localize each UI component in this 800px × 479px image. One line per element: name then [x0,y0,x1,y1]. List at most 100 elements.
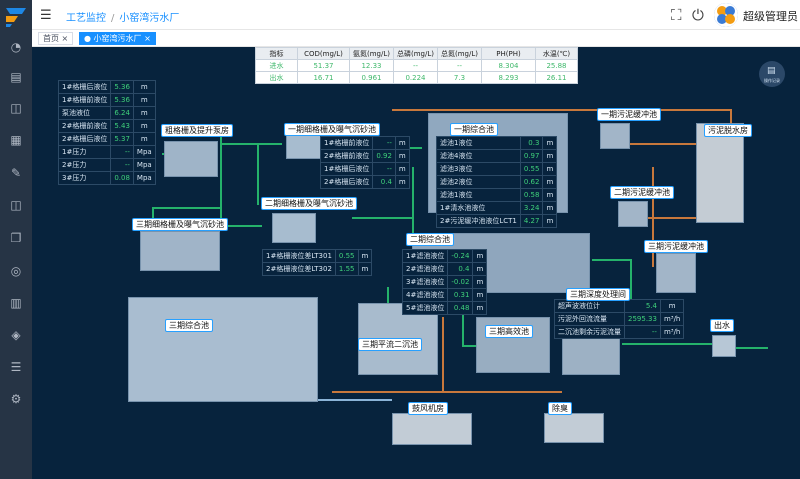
dashboard-icon[interactable]: ◔ [10,40,22,54]
label-phase1-sludge-buffer[interactable]: 一期污泥缓冲池 [597,108,661,121]
data-unit: m [472,262,488,276]
data-unit: m [472,301,488,315]
data-row: 二沉池剩余污泥流量--m³/h [554,325,685,339]
phase3-fine-grid-building[interactable] [140,231,220,271]
label-deodorization[interactable]: 除臭 [548,402,572,415]
label-phase2-sludge-buffer[interactable]: 二期污泥缓冲池 [610,186,674,199]
chart-icon[interactable]: ▦ [10,133,22,147]
tab-label: 小窑湾污水厂 [93,34,142,43]
label-phase2-comprehensive[interactable]: 二期综合池 [406,233,454,246]
avatar-logo-icon [714,3,738,27]
label-blower-building[interactable]: 鼓风机房 [408,402,448,415]
label-phase1-fine-grid[interactable]: 一期细格栅及曝气沉砂池 [284,123,380,136]
wq-header: 总氮(mg/L) [437,47,482,60]
calendar-icon[interactable]: ▥ [10,296,22,310]
breadcrumb-item[interactable]: 工艺监控 [66,13,106,24]
wq-value: 8.293 [481,71,536,84]
edit-icon[interactable]: ✎ [10,166,22,180]
wq-value: 26.11 [535,71,578,84]
data-value: 1.55 [334,262,359,276]
sludge-dewatering-building[interactable] [696,123,744,223]
data-unit: m [542,188,558,202]
clipboard-icon: ▤ [767,66,776,76]
breadcrumb: 工艺监控/小窑湾污水厂 [66,9,179,24]
sludge-pipe [332,391,562,393]
data-unit: m [542,214,558,228]
sludge-pipe [392,109,732,111]
wq-value: 51.37 [297,59,350,72]
outlet-tank[interactable] [712,335,736,357]
data-unit: m [472,275,488,289]
app-logo [6,8,26,27]
data-row: 1#压力--Mpa [57,145,156,159]
data-value: 5.43 [110,119,134,133]
data-unit: m³/h [659,312,685,326]
label-phase2-fine-grid[interactable]: 二期细格栅及曝气沉砂池 [261,197,357,210]
tab-close-icon[interactable]: × [61,34,69,43]
data-value: -- [372,136,396,150]
label-phase3-deep-treatment[interactable]: 三期深度处理间 [566,288,630,301]
tab-home[interactable]: 首页 × [38,32,74,45]
data-value: 0.97 [519,149,544,163]
data-value: 0.62 [519,175,544,189]
label-phase3-high-efficiency[interactable]: 三期高效池 [485,325,533,338]
layers-icon[interactable]: ◈ [11,328,21,342]
deodorization-building[interactable] [544,413,604,443]
tab-plant[interactable]: ● 小窑湾污水厂 × [79,32,156,45]
fullscreen-icon[interactable]: ⛶ [671,6,682,24]
phase1-sludge-buffer[interactable] [600,123,630,149]
book-icon[interactable]: ◫ [10,101,22,115]
pipe [152,207,222,209]
data-value: -0.24 [447,249,474,263]
phase3-comprehensive-tank[interactable] [128,297,318,402]
power-icon[interactable]: ⏻ [692,6,704,24]
gear-icon[interactable]: ⚙ [10,392,22,406]
label-phase1-comprehensive[interactable]: 一期综合池 [450,123,498,136]
pipe [622,343,712,345]
wq-value: 0.224 [393,71,438,84]
data-unit: m [542,175,558,189]
data-unit: Mpa [132,158,156,172]
top-header: ☰ 工艺监控/小窑湾污水厂 ⛶ ⏻ 超级管理员 [32,0,800,30]
phase3-sludge-buffer[interactable] [656,253,696,293]
label-phase3-fine-grid[interactable]: 三期细格栅及曝气沉砂池 [132,218,228,231]
label-outlet[interactable]: 出水 [710,319,734,332]
label-phase3-sludge-buffer[interactable]: 三期污泥缓冲池 [644,240,708,253]
label-phase3-comprehensive[interactable]: 三期综合池 [165,319,213,332]
blower-building[interactable] [392,413,472,445]
settings-ring-icon[interactable]: ◎ [10,264,22,278]
operation-log-button[interactable]: ▤ 操作记录 [759,61,785,87]
data-unit: m [132,106,156,120]
data-unit: m [132,119,156,133]
coarse-grid-building[interactable] [164,141,218,177]
label-phase3-secondary-clarifier[interactable]: 三期平流二沉池 [358,338,422,351]
list-icon[interactable]: ☰ [10,360,22,374]
label-coarse-grid[interactable]: 粗格栅及提升泵房 [161,124,233,137]
data-label: 泵池液位 [57,106,112,120]
phase2-sludge-buffer[interactable] [618,201,648,227]
tab-close-icon[interactable]: × [144,34,151,43]
phase2-fine-grid-building[interactable] [272,213,316,243]
data-value: -- [110,158,134,172]
data-label: 二沉池剩余污泥流量 [554,325,625,339]
data-unit: m [132,80,156,94]
data-label: 滤池3液位 [436,162,521,176]
book-open-icon[interactable]: ◫ [10,198,22,212]
data-unit: m [659,299,685,313]
wq-value: -- [437,59,482,72]
menu-toggle-icon[interactable]: ☰ [40,8,52,23]
label-sludge-dewatering[interactable]: 污泥脱水房 [704,124,752,137]
sludge-pipe [652,167,654,267]
user-name[interactable]: 超级管理员 [743,10,798,23]
data-label: 滤池1液位 [436,136,521,150]
copy-icon[interactable]: ❐ [10,231,22,245]
avatar[interactable] [714,3,738,27]
data-value: -0.02 [447,275,474,289]
document-icon[interactable]: ▤ [10,70,22,84]
